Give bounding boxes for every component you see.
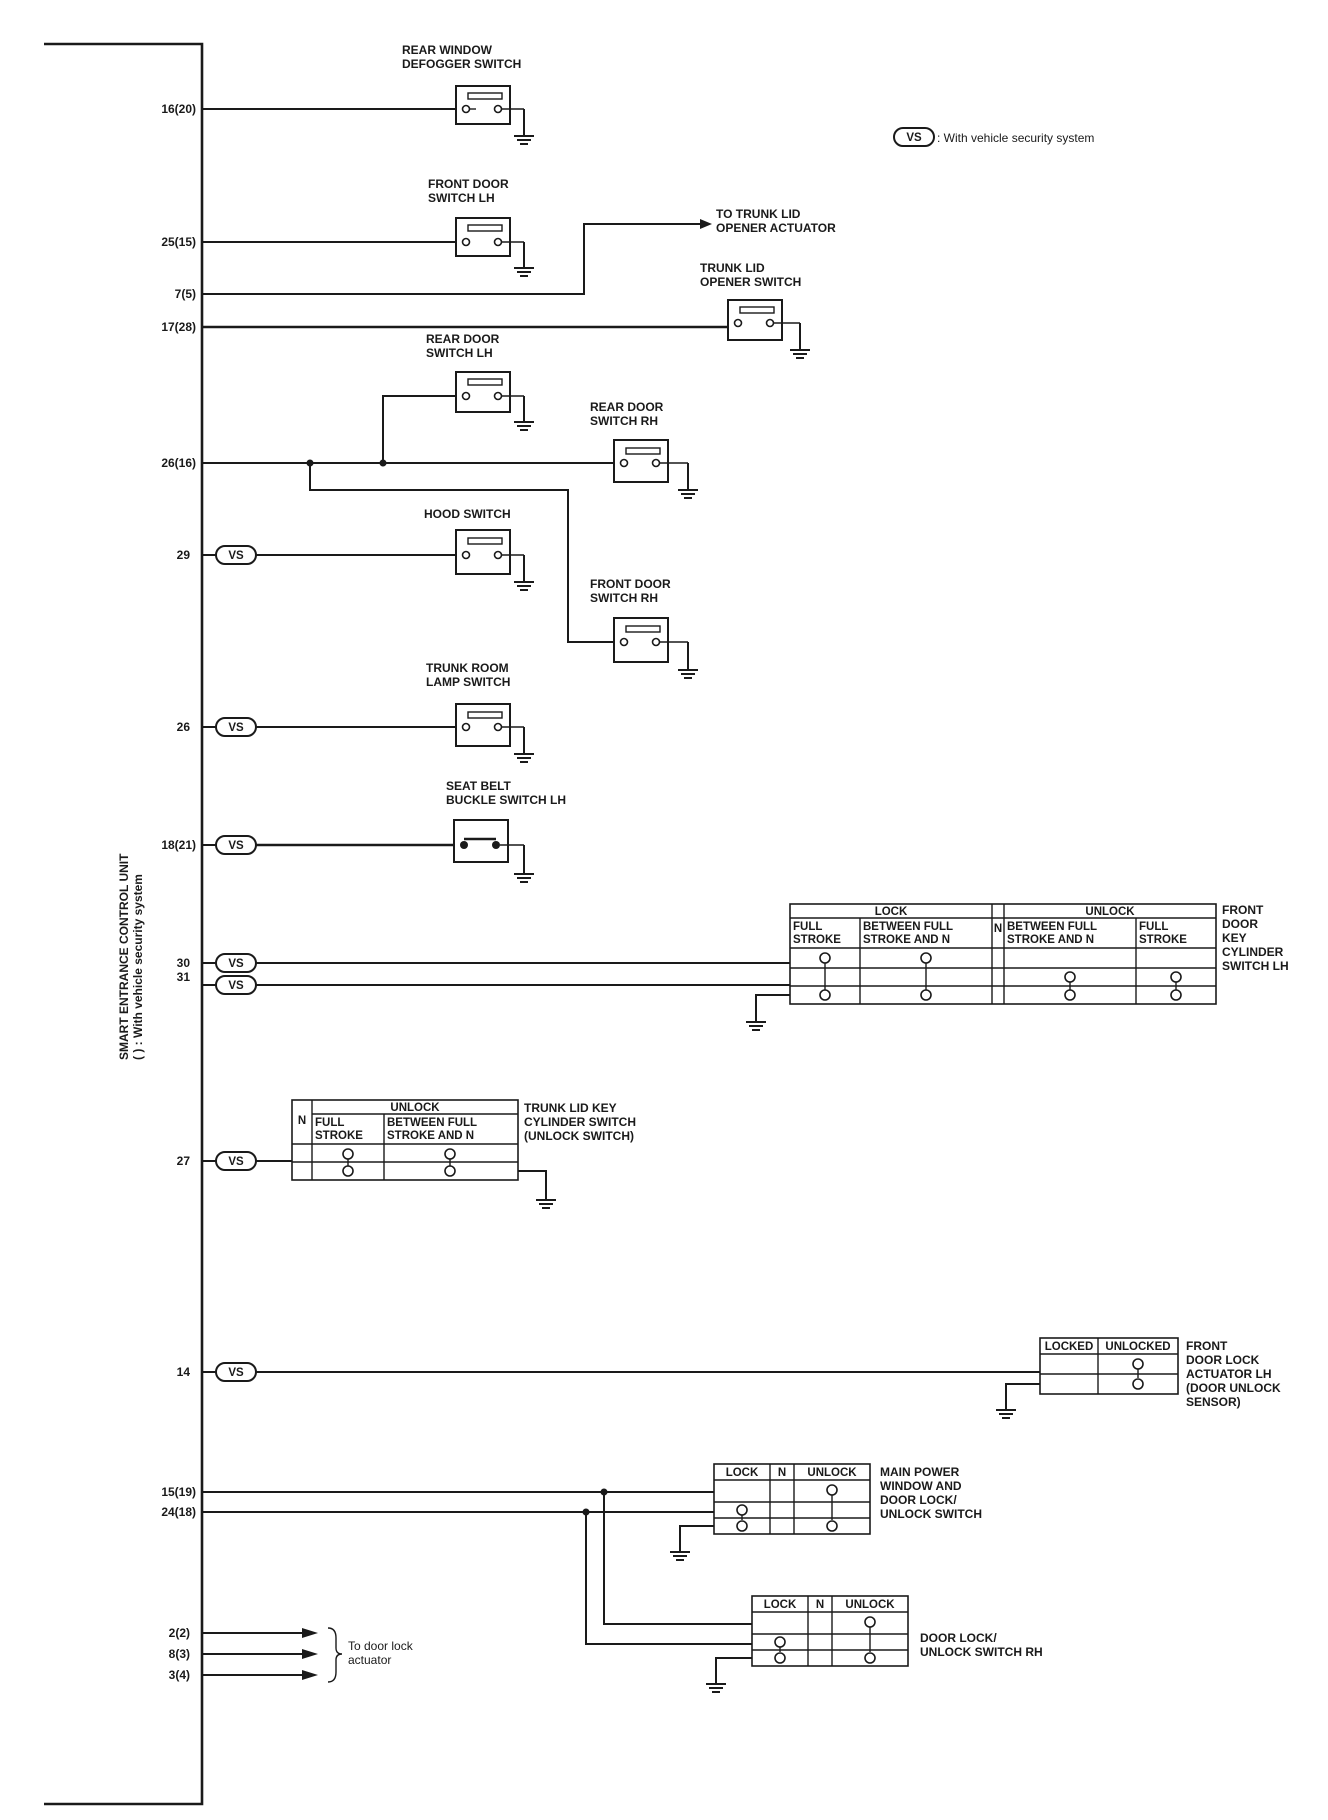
vs-badge bbox=[215, 1151, 257, 1171]
svg-text:UNLOCK: UNLOCK bbox=[845, 1599, 895, 1611]
trunk-lid-key-cylinder-label: TRUNK LID KEY CYLINDER SWITCH (UNLOCK SW… bbox=[524, 1101, 639, 1143]
legend: VS : With vehicle security system bbox=[893, 127, 1094, 147]
svg-text:LOCK: LOCK bbox=[875, 906, 908, 918]
pin-label: 2(2) bbox=[169, 1626, 190, 1640]
pin-label: 26(16) bbox=[161, 456, 196, 470]
svg-text:N: N bbox=[778, 1467, 786, 1479]
wires bbox=[202, 108, 1040, 1683]
pin-label: 30 bbox=[177, 956, 191, 970]
pin-label: 8(3) bbox=[169, 1647, 190, 1661]
svg-text:VS: VS bbox=[906, 132, 922, 144]
door-lock-unlock-switch-rh-label: DOOR LOCK/ UNLOCK SWITCH RH bbox=[920, 1631, 1043, 1659]
pin-label: 18(21) bbox=[161, 838, 196, 852]
svg-text:VS: VS bbox=[228, 722, 244, 734]
svg-text:VS: VS bbox=[228, 1367, 244, 1379]
front-door-key-cylinder-label: FRONT DOOR KEY CYLINDER SWITCH LH bbox=[1222, 903, 1289, 973]
door-lock-unlock-switch-rh-table: LOCK N UNLOCK DOOR LOCK/ UNLOCK SWITCH R… bbox=[706, 1595, 1043, 1693]
svg-text:LOCK: LOCK bbox=[764, 1599, 797, 1611]
vs-badge bbox=[215, 953, 257, 973]
pin-label: 24(18) bbox=[161, 1505, 196, 1519]
pin-label: 14 bbox=[177, 1365, 191, 1379]
main-power-window-label: MAIN POWER WINDOW AND DOOR LOCK/ UNLOCK … bbox=[880, 1465, 982, 1521]
control-unit-outline bbox=[44, 42, 204, 1806]
vs-badge bbox=[215, 545, 257, 565]
front-door-lock-actuator-label: FRONT DOOR LOCK ACTUATOR LH (DOOR UNLOCK… bbox=[1186, 1339, 1284, 1409]
svg-text:VS: VS bbox=[228, 840, 244, 852]
vs-badges: VS VS VS VS VS VS VS bbox=[215, 545, 257, 1382]
svg-text:VS: VS bbox=[228, 1156, 244, 1168]
svg-text:VS: VS bbox=[228, 550, 244, 562]
control-unit-label: SMART ENTRANCE CONTROL UNIT ( ) : With v… bbox=[117, 850, 145, 1060]
svg-text:VS: VS bbox=[228, 980, 244, 992]
pin-label: 29 bbox=[177, 548, 191, 562]
pin-label: 25(15) bbox=[161, 235, 196, 249]
door-lock-actuator-label: To door lock actuator bbox=[348, 1639, 416, 1667]
svg-text:N: N bbox=[816, 1599, 824, 1611]
svg-text:N: N bbox=[994, 923, 1002, 935]
hood-switch: HOOD SWITCH bbox=[424, 507, 534, 591]
front-door-lock-actuator-table: LOCKED UNLOCKED FRONT DOOR LOCK ACTUATOR… bbox=[996, 1337, 1284, 1419]
vs-badge bbox=[215, 717, 257, 737]
pin-label: 26 bbox=[177, 720, 191, 734]
vs-badge bbox=[893, 127, 935, 147]
vs-badge bbox=[215, 835, 257, 855]
svg-text:UNLOCK: UNLOCK bbox=[1085, 906, 1135, 918]
svg-text:HOOD SWITCH: HOOD SWITCH bbox=[424, 507, 511, 521]
pin-label: 31 bbox=[177, 970, 191, 984]
pin-label: 16(20) bbox=[161, 102, 196, 116]
pin-label: 17(28) bbox=[161, 320, 196, 334]
svg-text:UNLOCK: UNLOCK bbox=[807, 1467, 857, 1479]
main-power-window-switch-table: LOCK N UNLOCK MAIN POWER WINDOW AND DOOR… bbox=[670, 1463, 982, 1561]
svg-text:N: N bbox=[298, 1115, 306, 1127]
vs-badge bbox=[215, 1362, 257, 1382]
svg-text:UNLOCKED: UNLOCKED bbox=[1105, 1341, 1170, 1353]
vs-badge bbox=[215, 975, 257, 995]
pin-label: 3(4) bbox=[169, 1668, 190, 1682]
svg-text:LOCK: LOCK bbox=[726, 1467, 759, 1479]
svg-text:LOCKED: LOCKED bbox=[1045, 1341, 1094, 1353]
pin-label: 7(5) bbox=[175, 287, 196, 301]
pin-label: 27 bbox=[177, 1154, 191, 1168]
pin-label: 15(19) bbox=[161, 1485, 196, 1499]
svg-text:VS: VS bbox=[228, 958, 244, 970]
svg-text:UNLOCK: UNLOCK bbox=[390, 1102, 440, 1114]
pin-labels: 16(20) 25(15) 7(5) 17(28) 26(16) 29 26 1… bbox=[161, 102, 196, 1682]
legend-text: : With vehicle security system bbox=[937, 131, 1094, 145]
